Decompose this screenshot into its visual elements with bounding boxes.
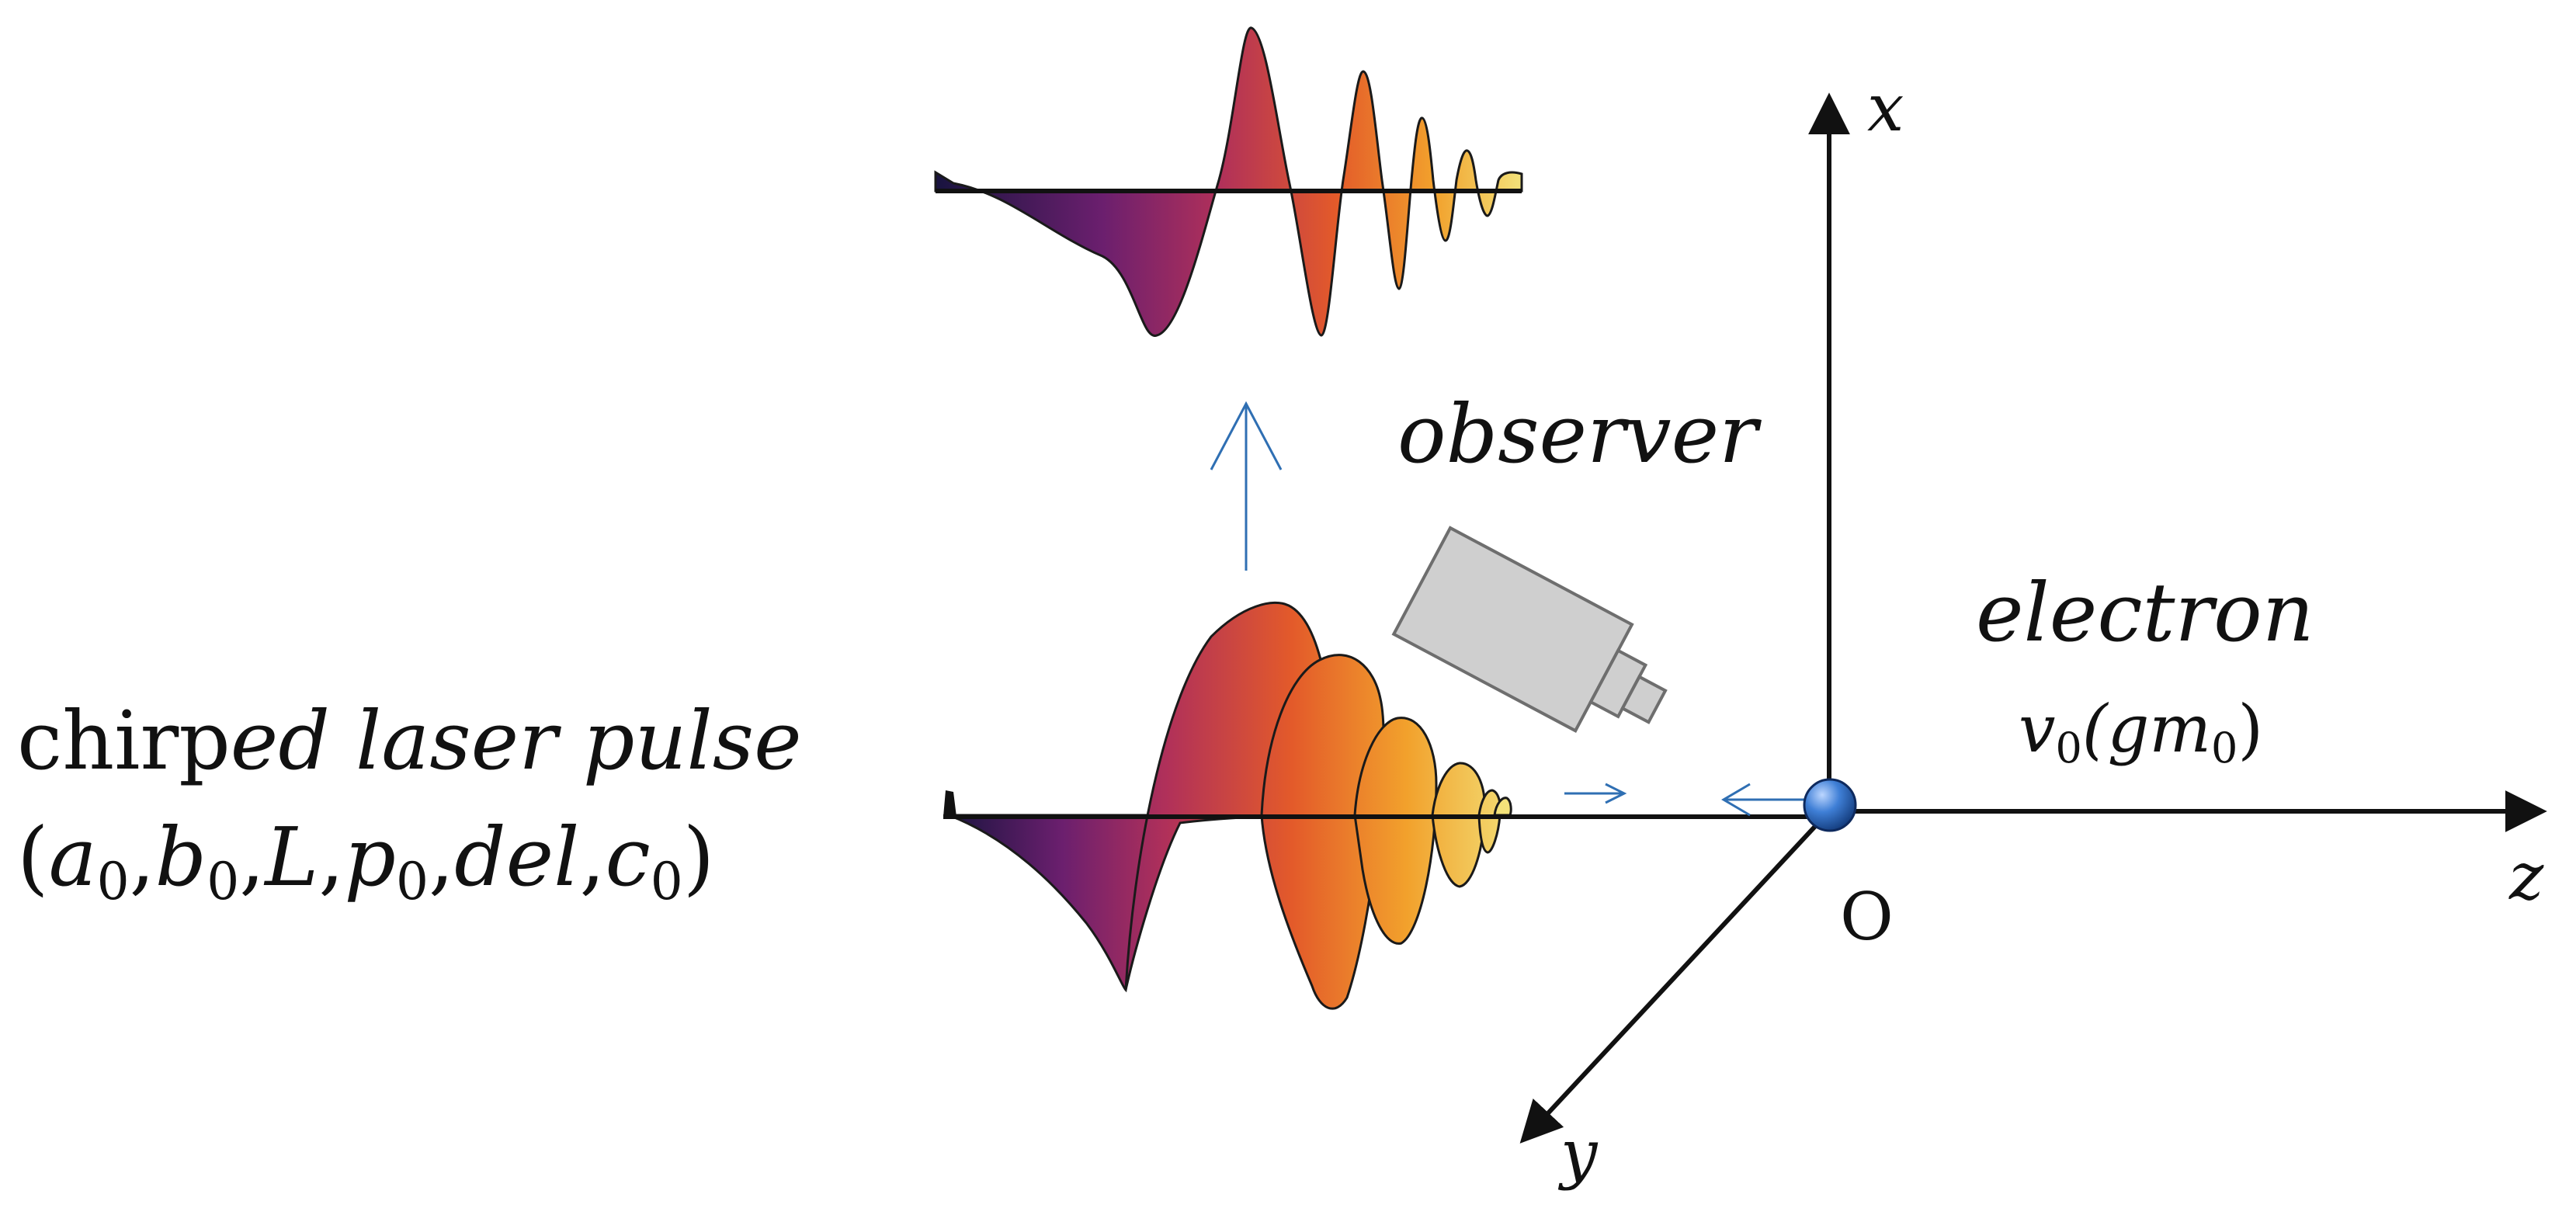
observer-camera-icon: [1391, 526, 1668, 733]
param-L: L: [263, 810, 318, 904]
observed-wave-fill: [934, 26, 1523, 337]
coordinate-axes: [1519, 92, 2547, 1144]
param-open: (: [17, 810, 49, 904]
param-b: b: [155, 810, 207, 904]
camera-lens-tip: [1620, 675, 1668, 724]
observed-waveform: [934, 26, 1523, 337]
propagation-arrow-right: [1564, 783, 1627, 804]
pulse-title: chirped laser pulse: [17, 693, 802, 788]
param-del: del: [454, 810, 579, 904]
param-a: a: [49, 810, 97, 904]
param-c: c: [606, 810, 651, 904]
pulse-title-italic: ed laser pulse: [231, 693, 802, 788]
x-axis-label: x: [1867, 70, 1904, 146]
electron-velocity-sub: 0: [2055, 724, 2081, 772]
electron-sphere: [1803, 778, 1857, 832]
param-b-sub: 0: [207, 852, 239, 911]
z-axis-label: z: [2508, 838, 2544, 915]
electron-velocity: v: [2019, 691, 2055, 767]
pulse-envelope-6: [1493, 797, 1512, 817]
param-comma-4: ,: [429, 810, 454, 904]
chirped-laser-pulse: [943, 601, 1809, 1010]
param-comma-2: ,: [239, 810, 265, 904]
pulse-parameters: (a0,b0,L,p0,del,c0): [17, 810, 714, 911]
origin-label: O: [1840, 879, 1894, 955]
param-comma-1: ,: [130, 810, 155, 904]
param-close: ): [683, 810, 715, 904]
transform-up-arrow: [1210, 401, 1283, 571]
pulse-envelope-4: [1431, 762, 1486, 888]
electron-mass-open: (gm: [2082, 691, 2211, 767]
y-axis-label: y: [1557, 1116, 1599, 1192]
pulse-envelope-5: [1477, 789, 1502, 854]
observer-label: observer: [1397, 387, 1762, 481]
pulse-start-tick: [943, 790, 956, 817]
pulse-title-plain: chirp: [17, 693, 231, 788]
param-comma-5: ,: [579, 810, 605, 904]
electron-mass-close: ): [2238, 691, 2263, 767]
electron-motion-arrow-left: [1721, 783, 1809, 817]
param-p-sub: 0: [396, 852, 429, 911]
y-axis-line: [1519, 809, 1831, 1144]
pulse-envelope-3: [1353, 717, 1438, 945]
electron-label: electron: [1976, 565, 2314, 660]
electron-parameters: v0(gm0): [2019, 691, 2263, 772]
electron-mass-sub: 0: [2211, 724, 2238, 772]
param-p: p: [344, 810, 396, 904]
param-c-sub: 0: [651, 852, 683, 911]
param-comma-3: ,: [318, 810, 344, 904]
param-a-sub: 0: [97, 852, 130, 911]
